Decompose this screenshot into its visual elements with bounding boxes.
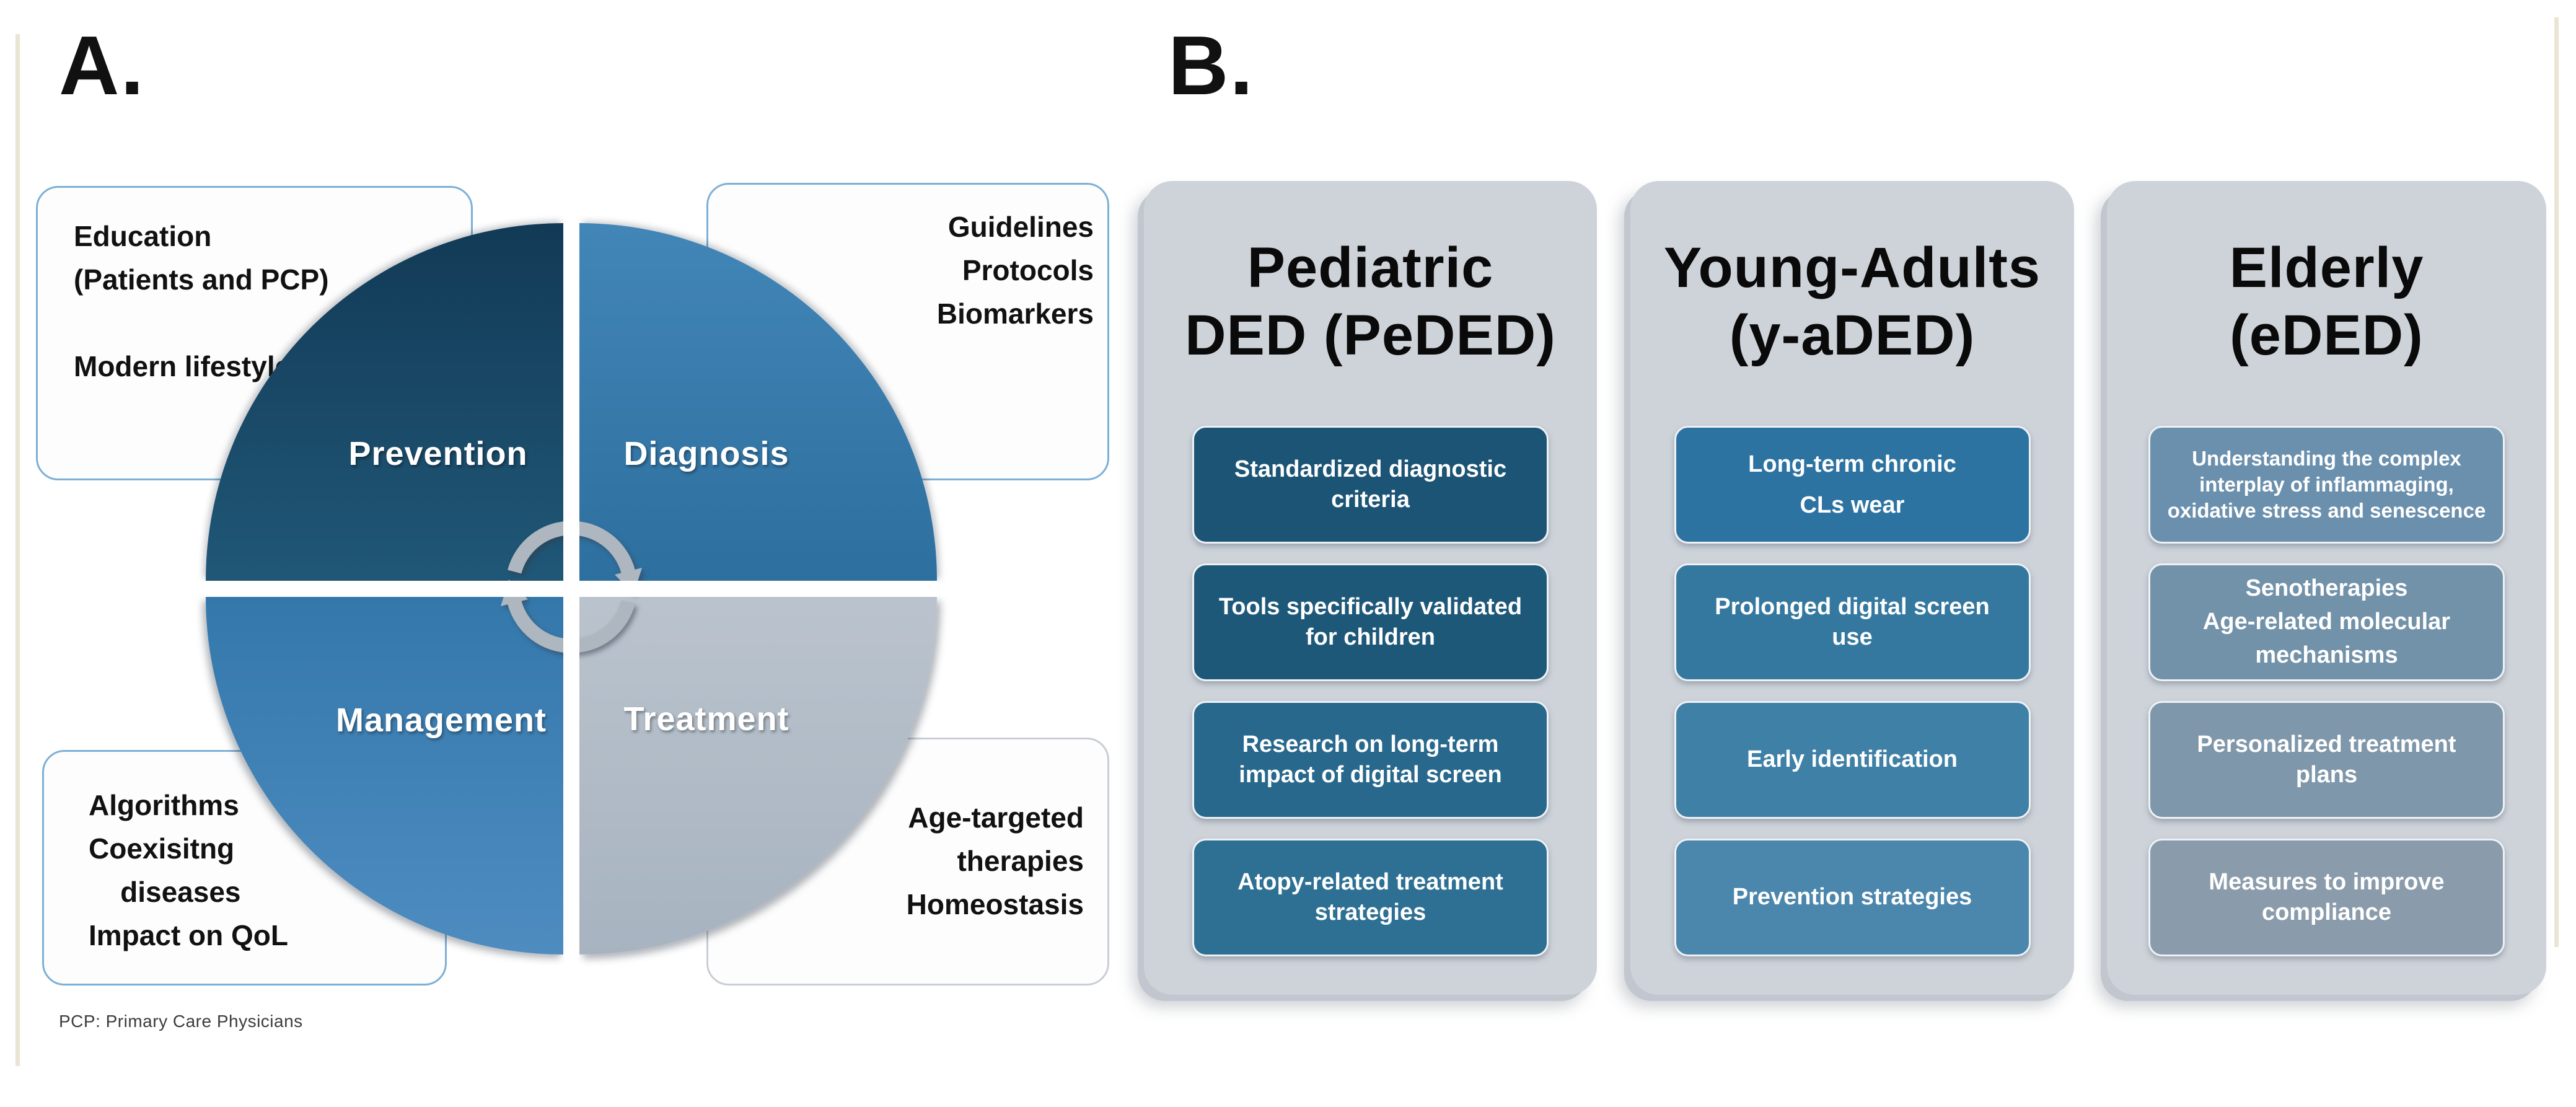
quadrant-label-management: Management — [335, 702, 547, 739]
column-title-young-adults: Young-Adults (y-aDED) — [1663, 236, 2041, 367]
column-items-elderly: Understanding the complex interplay of i… — [2148, 426, 2505, 957]
item-early-identification: Early identification — [1674, 701, 2031, 819]
item-inflammaging-interplay: Understanding the complex interplay of i… — [2148, 426, 2505, 544]
item-tools-validated-children: Tools specifically validated for childre… — [1192, 563, 1549, 682]
column-elderly-ded: Elderly (eDED) Understanding the complex… — [2107, 181, 2546, 995]
item-long-term-cls-wear: Long-term chronic CLs wear — [1674, 426, 2031, 544]
left-page-rule — [15, 34, 20, 1066]
item-research-digital-screen: Research on long-term impact of digital … — [1192, 701, 1549, 819]
quadrant-gap-horizontal — [204, 581, 938, 597]
quadrant-label-prevention: Prevention — [348, 435, 528, 472]
panel-a-label: A. — [59, 19, 145, 112]
pcp-footnote: PCP: Primary Care Physicians — [59, 1012, 303, 1031]
column-young-adults-ded: Young-Adults (y-aDED) Long-term chronic … — [1630, 181, 2074, 995]
item-atopy-treatment-strategies: Atopy-related treatment strategies — [1192, 839, 1549, 957]
item-personalized-treatment-plans: Personalized treatment plans — [2148, 701, 2505, 819]
panel-b-label: B. — [1168, 19, 1254, 112]
item-prevention-strategies: Prevention strategies — [1674, 839, 2031, 957]
quadrant-label-diagnosis: Diagnosis — [623, 435, 789, 472]
column-items-young-adults: Long-term chronic CLs wear Prolonged dig… — [1674, 426, 2031, 957]
callout-age-targeted-homeostasis-text: Age-targeted therapies Homeostasis — [906, 801, 1084, 920]
column-pediatric-ded: Pediatric DED (PeDED) Standardized diagn… — [1144, 181, 1597, 995]
column-title-elderly: Elderly (eDED) — [2229, 236, 2424, 367]
right-page-rule — [2554, 17, 2559, 947]
item-standardized-diagnostic-criteria: Standardized diagnostic criteria — [1192, 426, 1549, 544]
item-prolonged-digital-screen-use: Prolonged digital screen use — [1674, 563, 2031, 682]
column-title-pediatric: Pediatric DED (PeDED) — [1185, 236, 1556, 367]
column-items-pediatric: Standardized diagnostic criteria Tools s… — [1192, 426, 1549, 957]
quadrant-label-treatment: Treatment — [623, 700, 789, 738]
item-measures-improve-compliance: Measures to improve compliance — [2148, 839, 2505, 957]
item-senotherapies-molecular-mechanisms: Senotherapies Age-related molecular mech… — [2148, 563, 2505, 682]
